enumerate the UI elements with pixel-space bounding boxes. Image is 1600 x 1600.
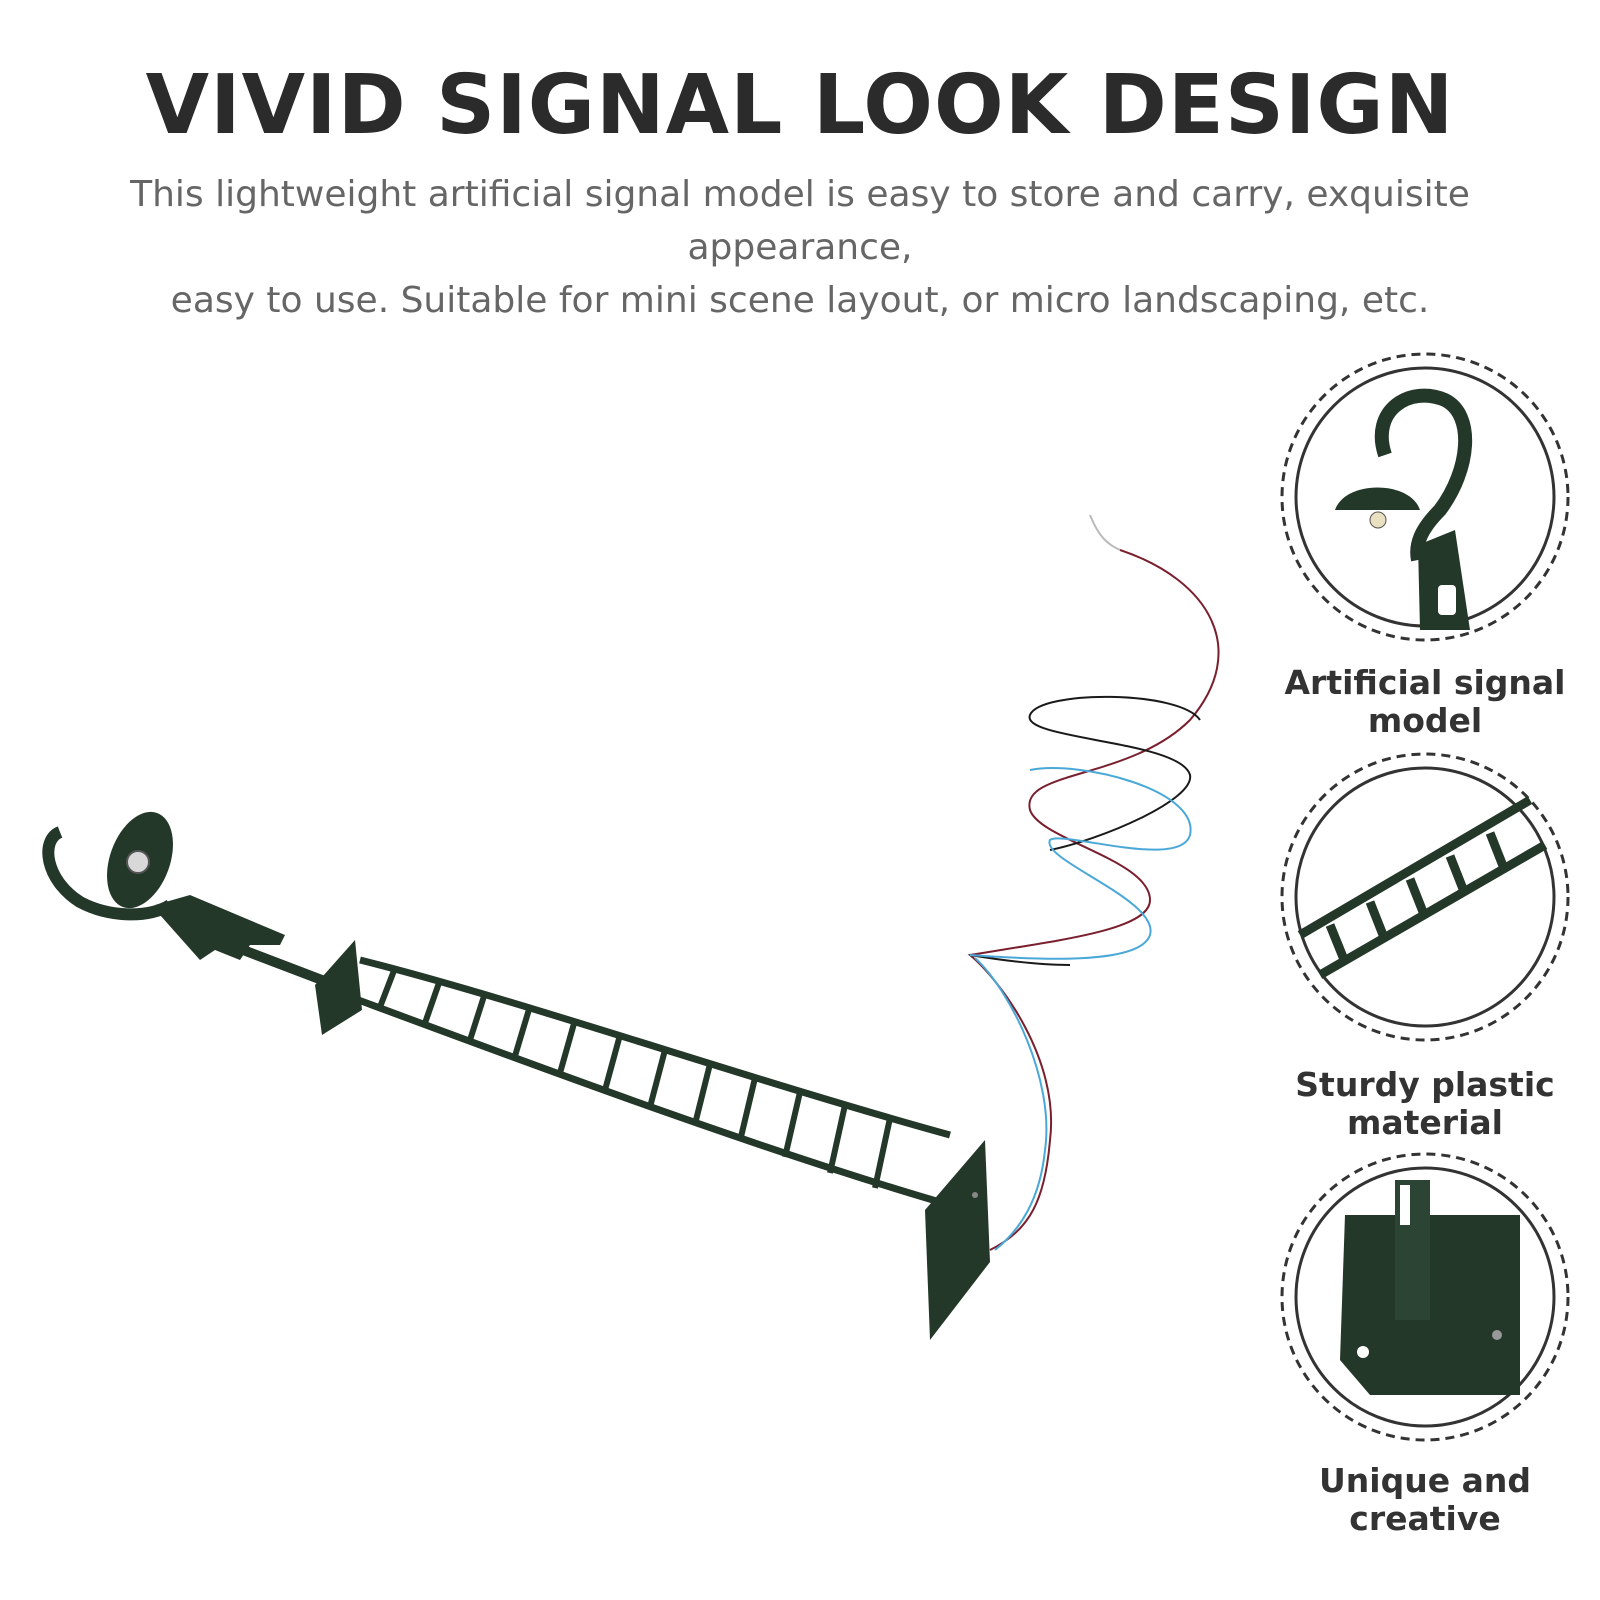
wire-black: [969, 695, 1201, 966]
feature-label-material-line-2: material: [1347, 1103, 1503, 1142]
base-plate: [925, 1140, 990, 1340]
ladder-rail-top: [359, 956, 951, 1139]
feature-circle-ladder: [1280, 752, 1570, 1042]
feature-label-creative-line-1: Unique and: [1319, 1461, 1531, 1500]
signal-hook: [42, 826, 174, 921]
closeup-bulb: [1369, 511, 1387, 529]
signal-pole: [228, 940, 337, 990]
feature-circle-signal: [1280, 352, 1570, 642]
signal-model: [42, 811, 990, 1340]
feature-label-material-line-1: Sturdy plastic: [1295, 1065, 1555, 1104]
feature-label-signal-line-1: Artificial signal: [1284, 663, 1566, 702]
feature-label-signal-line-2: model: [1367, 701, 1483, 740]
base-plate-hole: [972, 1192, 978, 1198]
closeup-lamp-shade: [1335, 487, 1420, 510]
wire-red: [967, 549, 1220, 1251]
subtitle-line-1: This lightweight artificial signal model…: [130, 174, 1470, 268]
upper-plate: [315, 940, 362, 1035]
closeup-hook: [1374, 388, 1472, 562]
ladder-rungs: [377, 966, 893, 1189]
ladder-rail-bottom: [343, 991, 951, 1209]
page-subtitle: This lightweight artificial signal model…: [30, 168, 1570, 327]
signal-wires: [967, 514, 1220, 1251]
feature-label-material: Sturdy plastic material: [1255, 1066, 1595, 1142]
wire-white: [1089, 514, 1121, 551]
feature-label-creative: Unique and creative: [1255, 1462, 1595, 1538]
wire-blue: [969, 767, 1192, 1251]
feature-circle-base: [1280, 1152, 1570, 1442]
closeup-post: [1418, 530, 1470, 630]
feature-label-creative-line-2: creative: [1349, 1499, 1501, 1538]
page-title: VIVID SIGNAL LOOK DESIGN: [145, 58, 1455, 153]
subtitle-line-2: easy to use. Suitable for mini scene lay…: [170, 280, 1430, 321]
feature-label-signal: Artificial signal model: [1255, 664, 1595, 740]
signal-bracket: [155, 895, 285, 960]
signal-bulb: [126, 850, 150, 874]
